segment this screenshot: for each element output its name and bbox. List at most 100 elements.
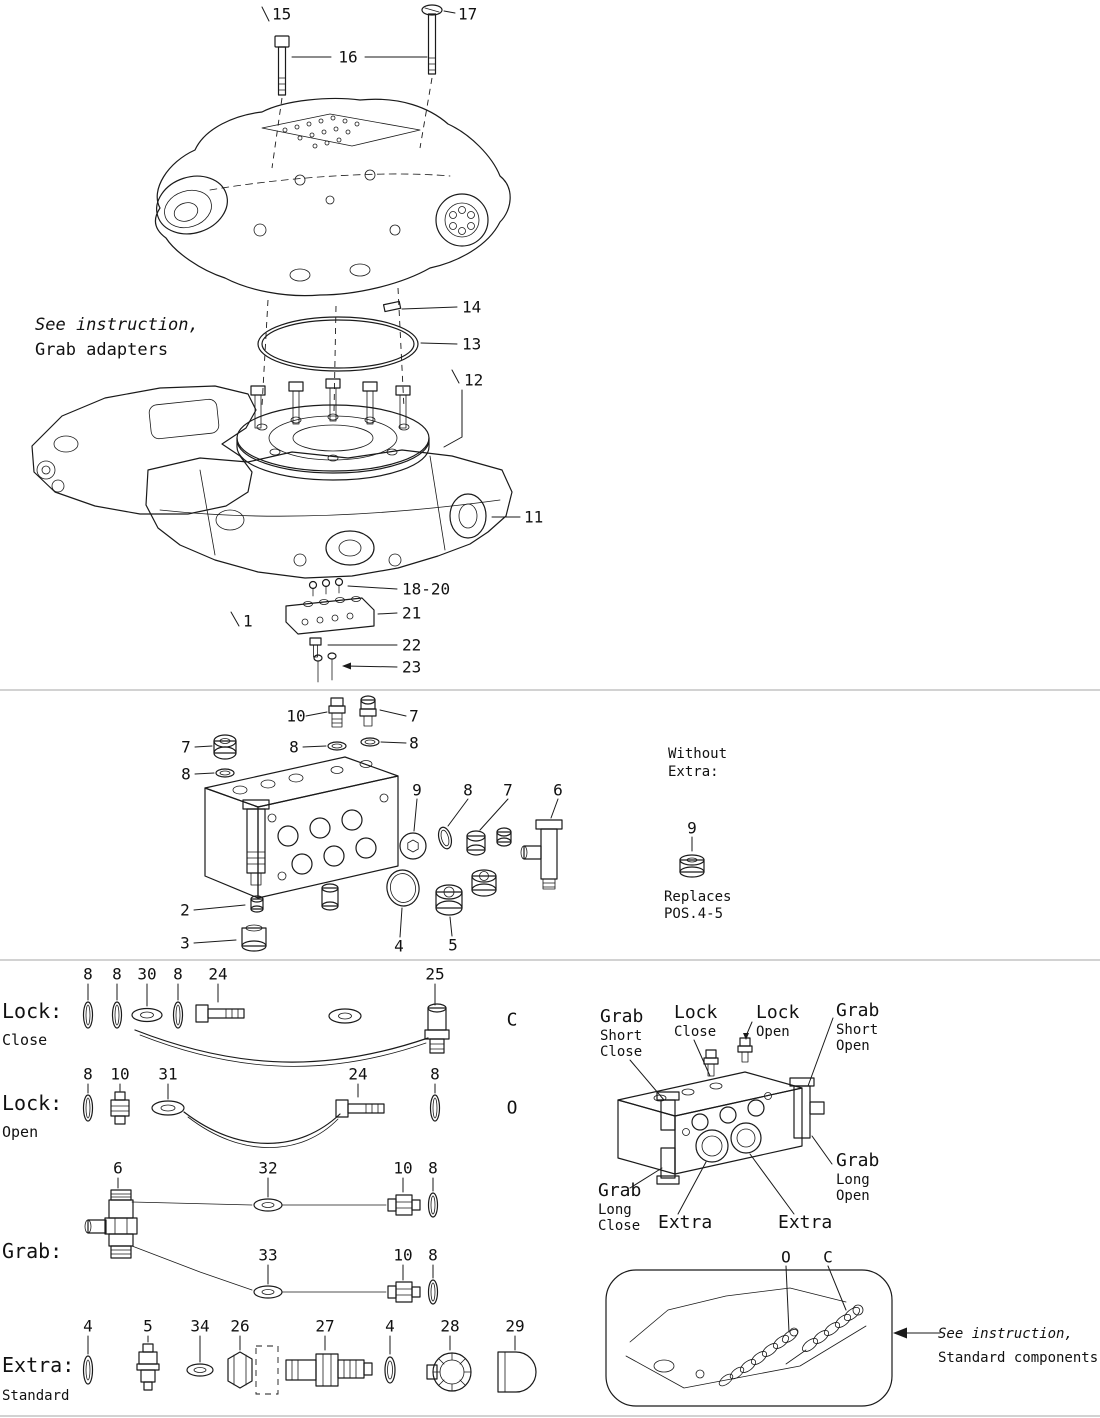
fitting-10-drawing xyxy=(328,697,346,728)
callout-1: 1 xyxy=(243,612,253,631)
note-see-instruction-top: See instruction, xyxy=(35,315,199,335)
callout-7-top: 7 xyxy=(409,707,419,726)
label-grab-long-close-3: Close xyxy=(598,1218,640,1234)
r3-ring-32 xyxy=(253,1198,283,1212)
r4-ring-34 xyxy=(186,1363,214,1377)
callout-14: 14 xyxy=(462,298,481,317)
r4-sleeve-dashed xyxy=(255,1345,279,1395)
screws-23-drawing xyxy=(313,652,337,683)
r4-callout-5: 5 xyxy=(143,1317,153,1336)
fitting-7-top-drawing xyxy=(359,695,377,727)
r2-sublabel: Open xyxy=(2,1123,38,1141)
r4-o-ring-a xyxy=(82,1355,94,1385)
r4-callout-28: 28 xyxy=(440,1317,459,1336)
label-lock-open-1: Lock xyxy=(756,1002,800,1023)
r1-ring-30 xyxy=(131,1007,163,1023)
callout-10-mid: 10 xyxy=(286,707,305,726)
callout-17: 17 xyxy=(458,5,477,24)
top-section: 15 17 16 xyxy=(31,4,543,683)
label-extra-left: Extra xyxy=(658,1212,712,1233)
alignment-lines xyxy=(261,77,433,413)
callout-8-mid-left: 8 xyxy=(289,738,299,757)
r2-callout-8a: 8 xyxy=(83,1065,93,1084)
tee-6-drawing xyxy=(520,819,563,890)
inset-letter-o: O xyxy=(781,1248,791,1267)
callout-5: 5 xyxy=(448,936,458,955)
without-extra-line1: Without xyxy=(668,746,727,762)
callout-2: 2 xyxy=(180,901,190,920)
callout-13: 13 xyxy=(462,335,481,354)
inset-assembly-drawing xyxy=(625,1287,867,1389)
plug-9-drawing xyxy=(399,832,427,860)
r4-callout-4a: 4 xyxy=(83,1317,93,1336)
plug-7-left-drawing xyxy=(213,734,237,760)
ring-8-mid-left-drawing xyxy=(327,741,347,751)
r4-cap-29 xyxy=(497,1351,537,1393)
r2-o-ring-b xyxy=(429,1094,441,1122)
plug-7-row-drawing xyxy=(466,830,486,856)
r1-callout-8a: 8 xyxy=(83,965,93,984)
plugs-5-drawing xyxy=(435,869,497,916)
r1-elbow-25 xyxy=(424,1003,450,1054)
standard-components-inset: O C xyxy=(605,1248,1098,1407)
inset-pointer-arrowhead xyxy=(893,1327,907,1339)
r3-ring-33 xyxy=(253,1285,283,1299)
r2-pipe xyxy=(183,1111,341,1149)
pin-14-drawing xyxy=(382,300,402,313)
r2-o-ring-a xyxy=(82,1094,94,1122)
r1-label: Lock: xyxy=(2,999,62,1023)
r3-callout-10b: 10 xyxy=(393,1246,412,1265)
r2-label: Lock: xyxy=(2,1091,62,1115)
base-casting-drawing xyxy=(145,449,513,579)
r4-coupling-5 xyxy=(136,1343,160,1391)
r4-callout-4b: 4 xyxy=(385,1317,395,1336)
label-extra-right: Extra xyxy=(778,1212,832,1233)
r2-callout-24: 24 xyxy=(348,1065,367,1084)
callout-9: 9 xyxy=(412,781,422,800)
row-lock-open: 8 10 31 24 8 xyxy=(2,1065,517,1149)
label-lock-open-2: Open xyxy=(756,1024,790,1040)
plug-9-alt-drawing xyxy=(679,854,705,878)
label-lock-close-2: Close xyxy=(674,1024,716,1040)
label-grab-long-close-1: Grab xyxy=(598,1180,641,1201)
r1-callout-8c: 8 xyxy=(173,965,183,984)
callout-23: 23 xyxy=(402,658,421,677)
r4-o-ring-b xyxy=(384,1356,396,1384)
r3-callout-8b: 8 xyxy=(428,1246,438,1265)
r3-callout-10a: 10 xyxy=(393,1159,412,1178)
r2-callout-31: 31 xyxy=(158,1065,177,1084)
tick-1 xyxy=(230,611,240,627)
r4-nut-26 xyxy=(227,1351,253,1389)
o-ring-4-drawing xyxy=(386,869,420,907)
label-grab-short-open-3: Open xyxy=(836,1038,870,1054)
plate-bolts xyxy=(250,378,411,429)
screw-17-drawing xyxy=(421,4,443,75)
callout-18-20: 18-20 xyxy=(402,580,450,599)
r2-bolt-24 xyxy=(335,1099,385,1118)
bottom-section: 8 8 30 8 24 25 xyxy=(2,965,1098,1407)
bearing-plate-drawing xyxy=(236,378,430,481)
callout-4: 4 xyxy=(394,937,404,956)
callout-11: 11 xyxy=(524,508,543,527)
callout-9-alt: 9 xyxy=(687,819,697,838)
arrowhead-23 xyxy=(342,662,351,670)
callout-3: 3 xyxy=(180,934,190,953)
callout-8-mid-right: 8 xyxy=(409,734,419,753)
part-2-drawing xyxy=(250,895,264,913)
r1-letter-c: C xyxy=(507,1010,518,1031)
r4-callout-27: 27 xyxy=(315,1317,334,1336)
ring-8-row-drawing xyxy=(437,826,453,850)
label-grab-long-open-3: Open xyxy=(836,1188,870,1204)
valve-block-callouts: Grab Short Close Lock Close Lock Open Gr… xyxy=(598,1000,879,1234)
without-extra-line2: Extra: xyxy=(668,764,719,780)
parts-18-20-drawing xyxy=(308,577,344,597)
middle-section: 10 7 8 8 7 8 xyxy=(180,695,731,956)
row-lock-close: 8 8 30 8 24 25 xyxy=(2,965,517,1067)
callout-6: 6 xyxy=(553,781,563,800)
label-grab-long-close-2: Long xyxy=(598,1202,632,1218)
r3-coupling-10a xyxy=(387,1194,421,1216)
callout-16: 16 xyxy=(338,48,357,67)
r1-callout-30: 30 xyxy=(137,965,156,984)
